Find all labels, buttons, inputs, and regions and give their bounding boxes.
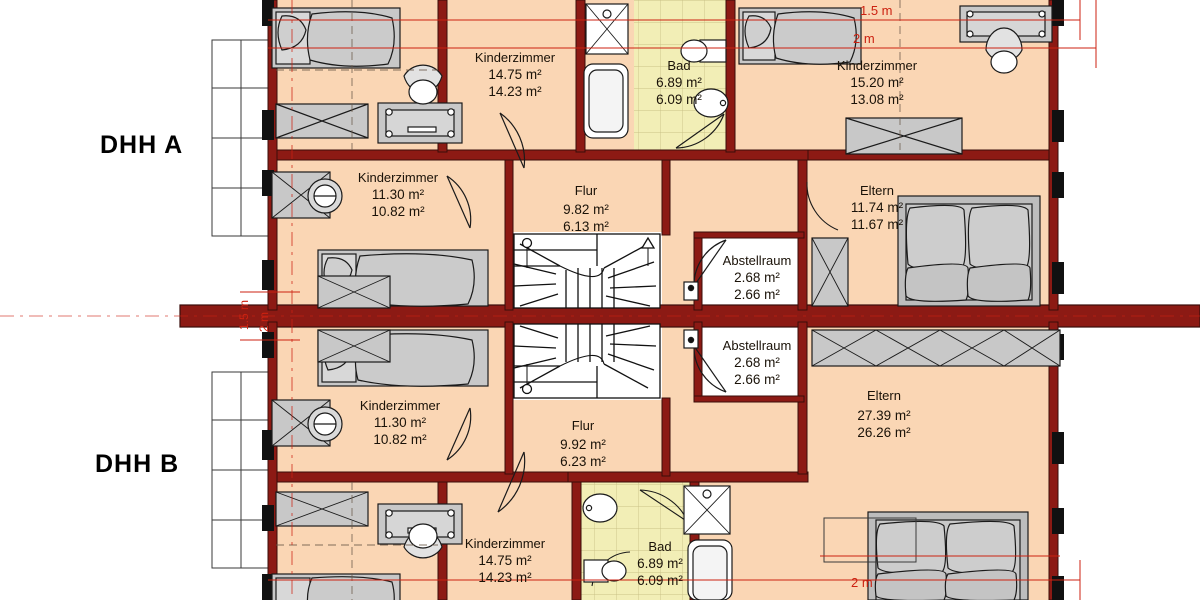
room-label-area2: 26.26 m² [857, 425, 911, 440]
bed-a-topleft [271, 7, 401, 69]
room-label-area2: 6.09 m² [656, 92, 702, 107]
room-label-name: Kinderzimmer [465, 536, 546, 551]
room-label-name: Eltern [860, 183, 894, 198]
room-label-area1: 14.75 m² [488, 67, 542, 82]
sink-b-bath [582, 493, 618, 523]
room-label-name: Bad [648, 539, 671, 554]
room-label-area2: 14.23 m² [478, 570, 532, 585]
bathtub-a [583, 63, 629, 139]
room-label-area1: 14.75 m² [478, 553, 532, 568]
svg-text:2 m: 2 m [257, 312, 271, 332]
room-label-name: Kinderzimmer [358, 170, 439, 185]
bed-a-kinder-left [317, 249, 489, 307]
bathtub-b [687, 539, 733, 600]
furniture [271, 3, 1061, 600]
bed-a-topright [738, 7, 862, 65]
bed-b-bottomleft [271, 573, 401, 600]
dimension-left-rotated: 1.5 m 2 m [237, 300, 271, 332]
room-label-area2: 2.66 m² [734, 372, 780, 387]
svg-text:1.5 m: 1.5 m [237, 300, 251, 330]
room-label-name: Abstellraum [723, 338, 792, 353]
room-label-area1: 15.20 m² [850, 75, 904, 90]
room-label-name: Flur [572, 418, 595, 433]
room-label-name: Flur [575, 183, 598, 198]
room-label-area2: 14.23 m² [488, 84, 542, 99]
room-label-area2: 2.66 m² [734, 287, 780, 302]
room-label-area1: 11.30 m² [372, 187, 425, 202]
table-b-right [823, 517, 917, 563]
vanity-a-kinder-left [271, 171, 343, 219]
room-label-area2: 10.82 m² [371, 204, 425, 219]
room-label-name: Abstellraum [723, 253, 792, 268]
table-a-right [959, 5, 1053, 74]
abstellraum-b-fixture [683, 329, 699, 349]
room-label-area1: 11.30 m² [374, 415, 427, 430]
wc-b [583, 559, 627, 583]
staircase-b [513, 323, 661, 399]
room-label-name: Kinderzimmer [475, 50, 556, 65]
room-label-area1: 9.82 m² [563, 202, 609, 217]
sink-a-bath [693, 88, 729, 118]
room-label-area1: 2.68 m² [734, 270, 780, 285]
room-label-area2: 10.82 m² [373, 432, 427, 447]
wardrobe-a-left-lower [317, 275, 391, 309]
bed-b-eltern [867, 511, 1029, 600]
room-label-area1: 11.74 m² [851, 200, 904, 215]
dimension-label-2m-top: 2 m [853, 31, 875, 46]
shower-a [585, 3, 629, 55]
vanity-b-bottom [377, 503, 463, 559]
room-label-name: Kinderzimmer [837, 58, 918, 73]
room-labels: Kinderzimmer 14.75 m² 14.23 m² Bad 6.89 … [358, 50, 918, 588]
wardrobe-b-eltern-long [811, 329, 1061, 367]
room-label-area1: 27.39 m² [857, 408, 911, 423]
room-label-name: Kinderzimmer [360, 398, 441, 413]
room-label-name: Bad [667, 58, 690, 73]
room-label-area1: 9.92 m² [560, 437, 606, 452]
room-label-name: Eltern [867, 388, 901, 403]
wardrobe-a-topright [845, 117, 963, 155]
wc-a [680, 39, 727, 63]
wardrobe-b-bottomleft [275, 491, 369, 527]
wardrobe-a-topleft [275, 103, 369, 139]
wall-openings [262, 0, 1064, 600]
room-label-area2: 11.67 m² [851, 217, 904, 232]
dimension-label-2m-bottom: 2 m [851, 575, 873, 590]
room-label-area2: 6.09 m² [637, 573, 683, 588]
dimension-label-1-5m-top: 1.5 m [860, 3, 893, 18]
shower-b [683, 485, 731, 535]
room-label-area2: 6.13 m² [563, 219, 609, 234]
wardrobe-a-eltern [811, 237, 849, 307]
staircase-a [513, 233, 661, 309]
room-label-area1: 2.68 m² [734, 355, 780, 370]
unit-title-dhh-b: DHH B [95, 450, 179, 478]
room-label-area2: 13.08 m² [850, 92, 904, 107]
vanity-b-kinder-left [271, 399, 343, 447]
room-label-area2: 6.23 m² [560, 454, 606, 469]
vanity-a-left [377, 64, 463, 144]
room-label-area1: 6.89 m² [656, 75, 702, 90]
abstellraum-a-floor [697, 232, 803, 310]
abstellraum-b-floor [697, 322, 803, 400]
wardrobe-b-left-upper [317, 329, 391, 363]
room-label-area1: 6.89 m² [637, 556, 683, 571]
unit-title-dhh-a: DHH A [100, 131, 183, 159]
bed-a-eltern [897, 195, 1041, 307]
bad-a-tile-floor [634, 0, 730, 152]
abstellraum-a-fixture [683, 281, 699, 301]
